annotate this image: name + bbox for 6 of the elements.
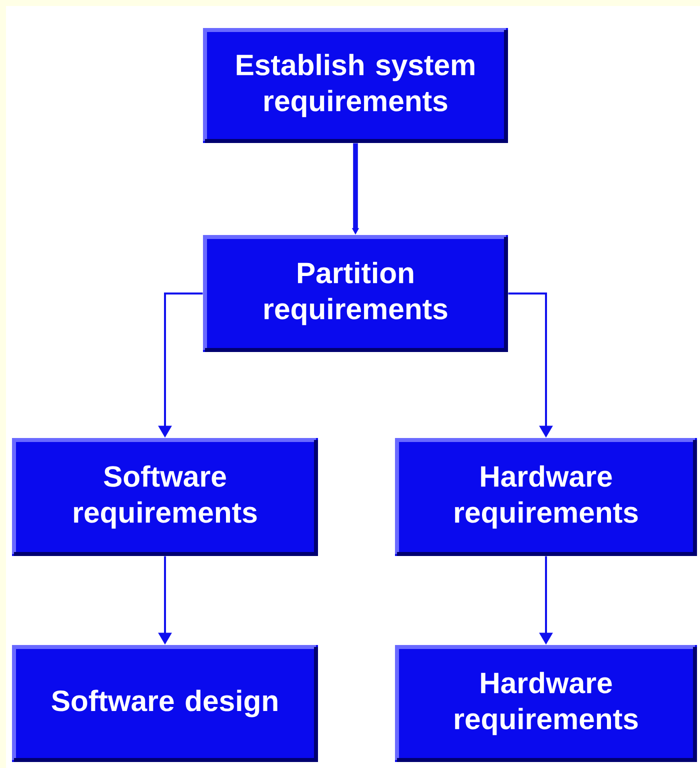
process-box: Software design	[12, 645, 318, 762]
process-box: Establish system requirements	[203, 28, 508, 143]
process-box: Hardware requirements	[395, 438, 697, 556]
process-box: Software requirements	[12, 438, 318, 556]
process-box: Hardware requirements	[395, 645, 697, 762]
process-box: Partition requirements	[203, 235, 508, 352]
